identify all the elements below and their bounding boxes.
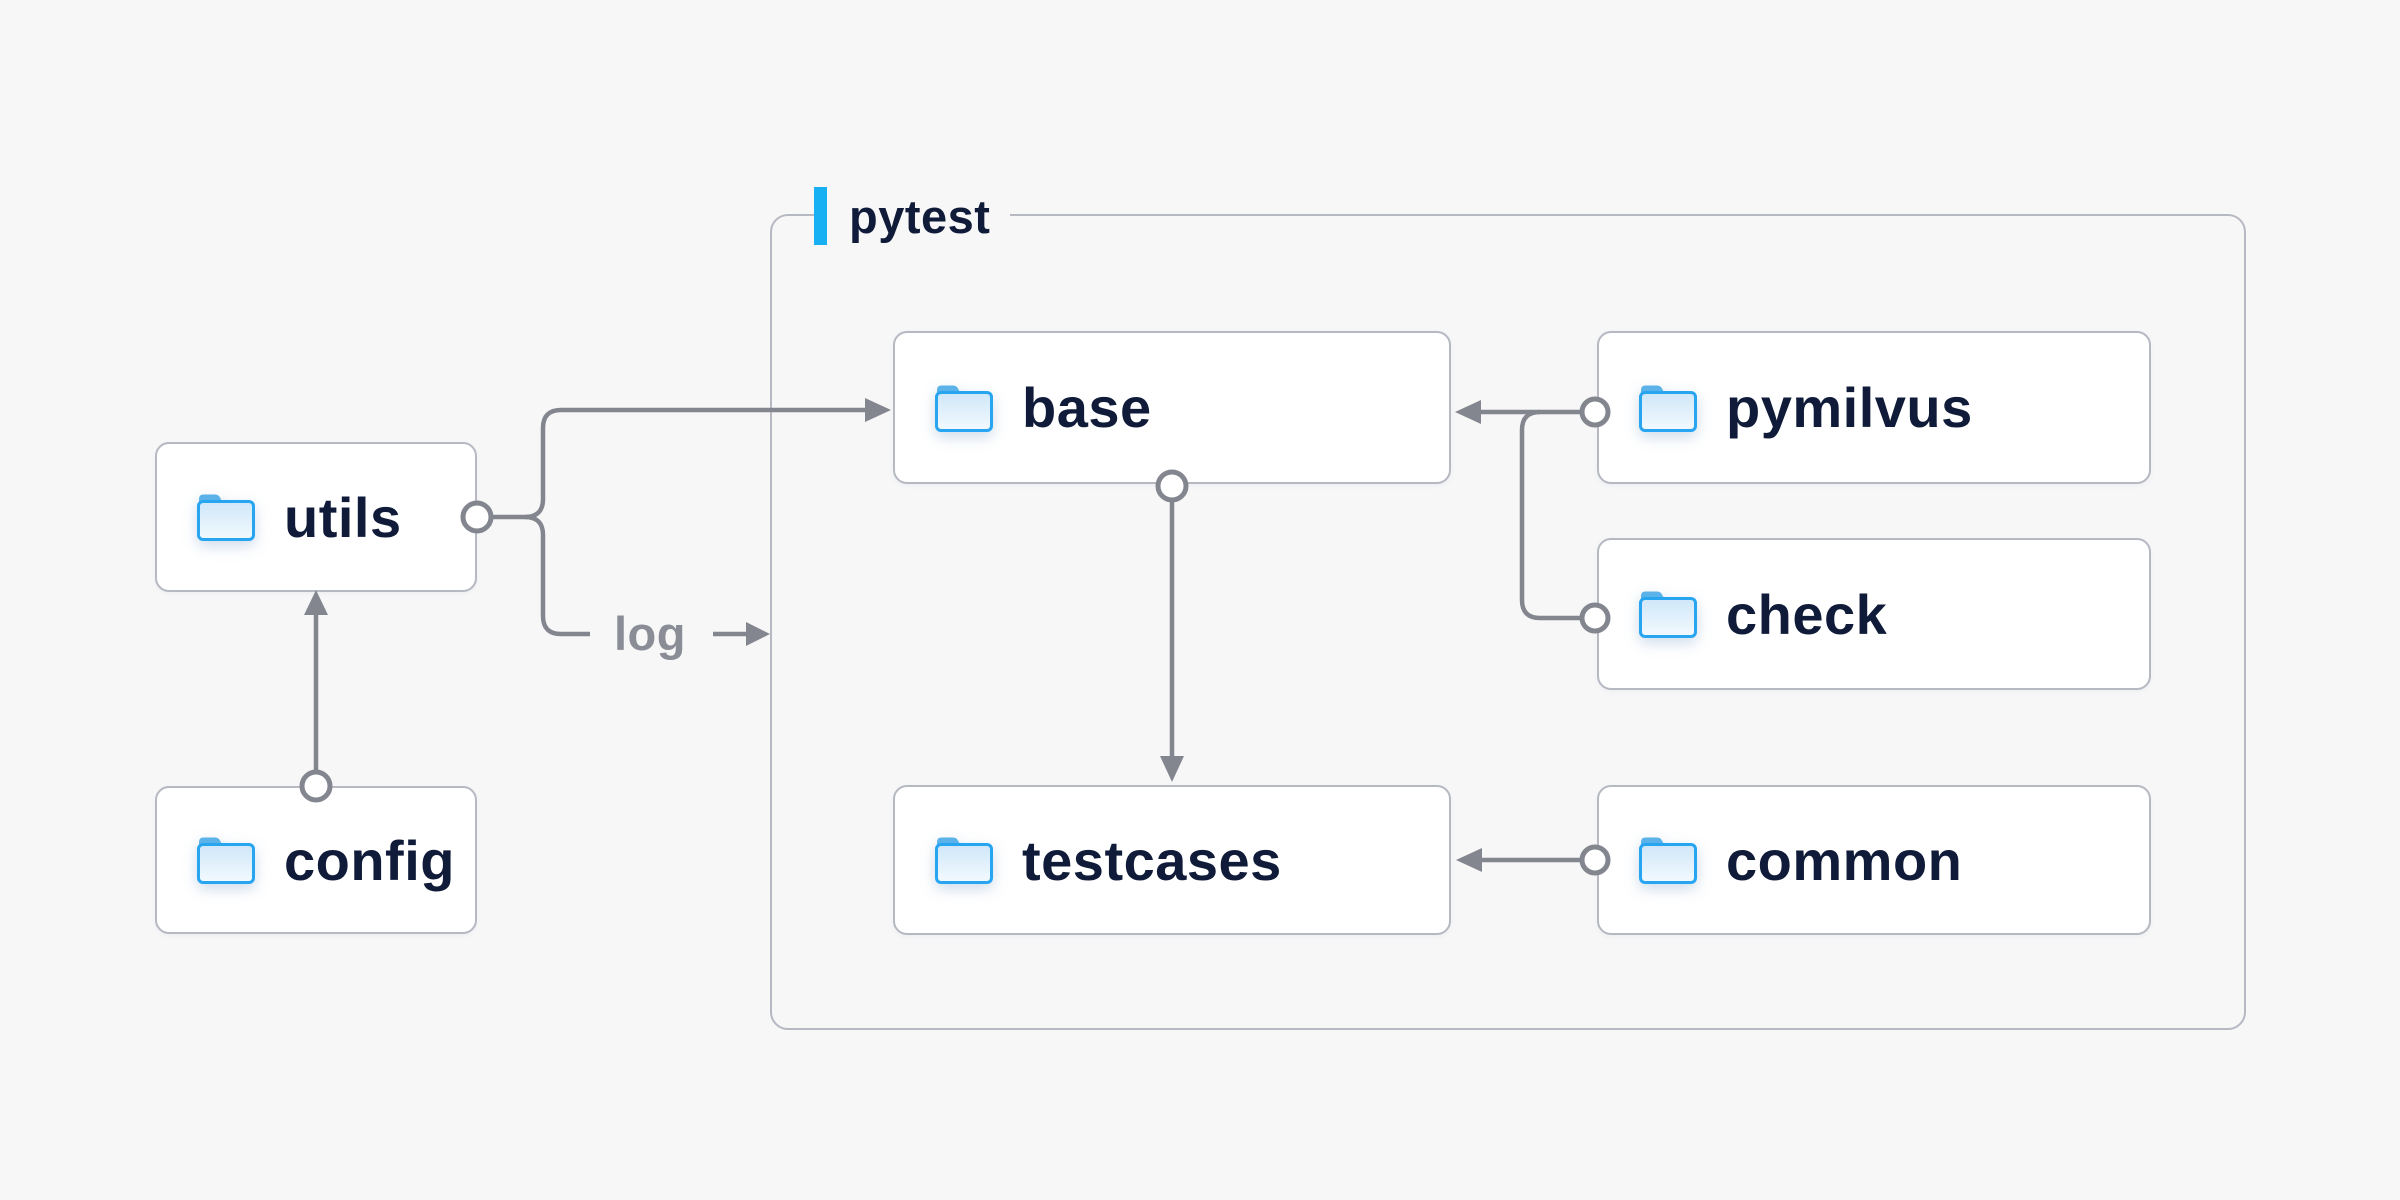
folder-icon <box>932 382 996 434</box>
node-check: check <box>1597 538 2151 690</box>
folder-icon <box>1636 588 1700 640</box>
node-utils: utils <box>155 442 477 592</box>
folder-icon <box>194 491 258 543</box>
node-label: utils <box>284 485 402 549</box>
accent-bar <box>814 187 827 245</box>
node-label: check <box>1726 582 1888 646</box>
node-label: pymilvus <box>1726 376 1973 439</box>
node-label: config <box>284 828 455 892</box>
folder-icon <box>1636 834 1700 886</box>
folder-icon <box>1636 382 1700 434</box>
edge-label-log: log <box>614 607 686 660</box>
pytest-container-label: pytest <box>814 186 1011 246</box>
node-label: base <box>1022 376 1152 439</box>
node-label: testcases <box>1022 828 1282 892</box>
folder-icon <box>194 834 258 886</box>
node-testcases: testcases <box>893 785 1451 935</box>
node-pymilvus: pymilvus <box>1597 331 2151 484</box>
node-label: common <box>1726 828 1963 892</box>
node-config: config <box>155 786 477 934</box>
node-common: common <box>1597 785 2151 935</box>
node-base: base <box>893 331 1451 484</box>
pytest-container: pytest <box>770 186 2246 1030</box>
edge-config-to-utils <box>299 590 333 803</box>
container-title: pytest <box>849 189 991 243</box>
folder-icon <box>932 834 996 886</box>
